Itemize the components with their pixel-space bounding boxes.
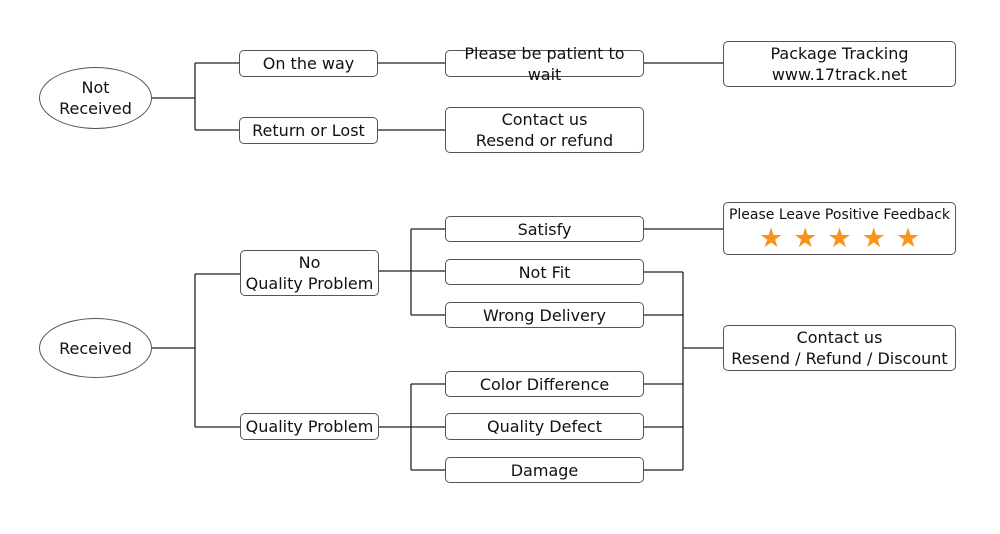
node-quality-problem-label: Quality Problem bbox=[245, 417, 374, 436]
star-icon: ★ bbox=[793, 222, 818, 254]
node-on-the-way: On the way bbox=[239, 50, 378, 77]
node-no-quality-problem: No Quality Problem bbox=[240, 250, 379, 296]
node-quality-problem: Quality Problem bbox=[240, 413, 379, 440]
node-wrong-delivery-label: Wrong Delivery bbox=[483, 305, 606, 325]
node-quality-defect-label: Quality Defect bbox=[487, 417, 602, 436]
star-icon: ★ bbox=[861, 222, 886, 254]
star-icon: ★ bbox=[895, 222, 921, 254]
node-be-patient: Please be patient to wait bbox=[445, 44, 644, 84]
node-not-fit: Not Fit bbox=[445, 259, 644, 285]
node-contact-line2: Resend or refund bbox=[475, 131, 614, 150]
node-contact-discount-line1: Contact us bbox=[796, 328, 883, 347]
node-package-tracking: Package Tracking www.17track.net bbox=[723, 41, 956, 87]
node-color-difference: Color Difference bbox=[445, 371, 644, 397]
node-damage: Damage bbox=[445, 457, 644, 483]
node-on-the-way-label: On the way bbox=[262, 54, 355, 73]
node-wrong-delivery: Wrong Delivery bbox=[445, 302, 644, 328]
star-icon: ★ bbox=[827, 222, 852, 254]
node-contact-discount-line2: Resend / Refund / Discount bbox=[731, 349, 948, 368]
node-satisfy-label: Satisfy bbox=[517, 219, 572, 239]
node-received: Received bbox=[39, 318, 152, 378]
node-quality-defect: Quality Defect bbox=[445, 413, 644, 440]
node-not-received-line2: Received bbox=[59, 99, 132, 118]
node-contact-resend-refund-discount: Contact us Resend / Refund / Discount bbox=[723, 325, 956, 371]
node-contact-line1: Contact us bbox=[501, 110, 588, 129]
node-not-received-line1: Not bbox=[81, 78, 110, 97]
rating-stars: ★ ★ ★ ★ ★ bbox=[758, 222, 921, 254]
node-return-or-lost-label: Return or Lost bbox=[252, 121, 365, 140]
node-satisfy: Satisfy bbox=[445, 216, 644, 242]
node-no-quality-line2: Quality Problem bbox=[245, 274, 374, 293]
star-icon: ★ bbox=[758, 222, 784, 254]
node-be-patient-label: Please be patient to wait bbox=[464, 43, 625, 84]
node-not-received: Not Received bbox=[39, 67, 152, 129]
node-package-tracking-url: www.17track.net bbox=[771, 65, 908, 84]
node-package-tracking-line1: Package Tracking bbox=[770, 44, 909, 63]
node-damage-label: Damage bbox=[510, 460, 579, 480]
node-no-quality-line1: No bbox=[298, 253, 321, 272]
node-received-label: Received bbox=[59, 338, 132, 358]
node-positive-feedback: Please Leave Positive Feedback ★ ★ ★ ★ ★ bbox=[723, 202, 956, 255]
node-contact-resend-refund: Contact us Resend or refund bbox=[445, 107, 644, 153]
node-return-or-lost: Return or Lost bbox=[239, 117, 378, 144]
node-not-fit-label: Not Fit bbox=[518, 262, 571, 282]
node-color-difference-label: Color Difference bbox=[479, 374, 610, 394]
node-feedback-label: Please Leave Positive Feedback bbox=[728, 206, 951, 223]
